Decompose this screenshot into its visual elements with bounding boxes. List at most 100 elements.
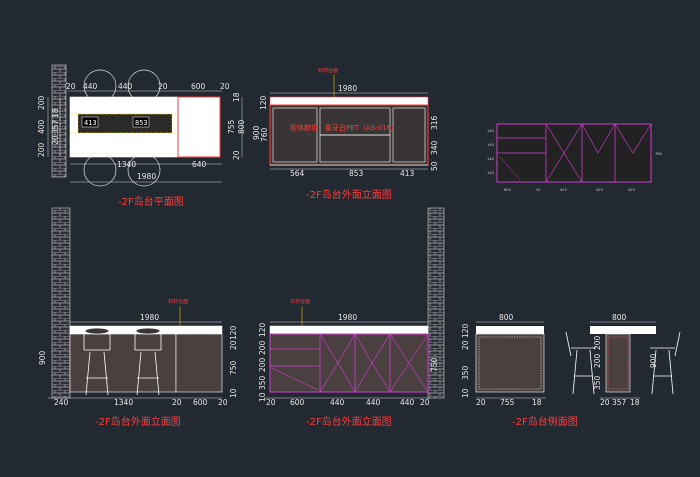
svg-text:440: 440 [400, 398, 415, 407]
bar-stool-side-icon [565, 331, 596, 395]
svg-text:120: 120 [259, 95, 268, 110]
svg-text:440: 440 [366, 398, 381, 407]
svg-text:316: 316 [430, 115, 439, 130]
stool-icon [127, 153, 161, 187]
svg-text:900: 900 [38, 350, 47, 365]
svg-text:750: 750 [430, 357, 439, 372]
elevation-b: 石材台面 1980 20 600 440 440 440 20 120 200 … [258, 207, 445, 428]
svg-text:800: 800 [237, 119, 246, 134]
svg-text:200: 200 [37, 95, 46, 110]
countertop [476, 326, 544, 334]
svg-text:20: 20 [266, 398, 276, 407]
hob-label: 413 [84, 119, 97, 127]
drawing-title: -2F岛台侧面图 [512, 415, 578, 428]
svg-text:755: 755 [500, 398, 515, 407]
material-label: 石材台面 [168, 298, 188, 305]
svg-text:20: 20 [220, 82, 230, 91]
svg-text:600: 600 [290, 398, 305, 407]
elev-dim: 853 [349, 169, 364, 178]
svg-text:50: 50 [430, 161, 439, 171]
svg-text:350: 350 [593, 375, 602, 390]
svg-text:20: 20 [476, 398, 486, 407]
svg-text:140: 140 [487, 171, 495, 175]
svg-text:400: 400 [37, 119, 46, 134]
plan-right-dims: 18 755 800 20 [227, 92, 246, 160]
elev-dim: 413 [400, 169, 415, 178]
svg-text:20: 20 [600, 398, 610, 407]
svg-text:900: 900 [649, 353, 658, 368]
material-note: 柜体颜色：象牙白PET（AS-016） [290, 123, 398, 132]
elevation-a: 石材台面 1980 240 1340 20 600 20 900 [38, 207, 238, 428]
svg-text:10: 10 [461, 388, 470, 398]
svg-text:120: 120 [461, 323, 470, 338]
front-elevation-top: 石材台面 1980 柜体颜色：象牙白PET（AS-016） 564 853 41… [252, 67, 439, 201]
countertop [269, 96, 429, 106]
svg-text:18: 18 [51, 108, 60, 118]
svg-text:350: 350 [258, 375, 267, 390]
svg-text:20: 20 [51, 135, 60, 145]
hob-label: 853 [135, 119, 148, 127]
svg-text:440: 440 [330, 398, 345, 407]
svg-text:200: 200 [258, 357, 267, 372]
svg-text:340: 340 [430, 140, 439, 155]
plan-view: 413 853 20 440 440 20 600 20 1340 640 19… [37, 64, 246, 208]
svg-text:10: 10 [258, 392, 267, 402]
svg-text:1340: 1340 [114, 398, 133, 407]
countertop [269, 325, 429, 335]
svg-text:800: 800 [499, 313, 514, 322]
brick-wall [51, 207, 71, 399]
svg-text:760: 760 [655, 152, 663, 156]
elev-total-dim: 1980 [338, 84, 357, 93]
side-panel [475, 333, 545, 393]
svg-text:20: 20 [229, 340, 238, 350]
plan-dim: 1340 [117, 160, 136, 169]
svg-text:120: 120 [258, 322, 267, 337]
svg-text:200: 200 [258, 340, 267, 355]
cabinet-body [69, 333, 177, 393]
plan-top-dims: 20 440 440 20 600 20 [66, 82, 230, 91]
svg-text:600: 600 [191, 82, 206, 91]
svg-text:20: 20 [66, 82, 76, 91]
material-label: 石材台面 [290, 298, 310, 305]
brick-wall [51, 64, 67, 178]
svg-text:18: 18 [630, 398, 640, 407]
svg-text:425: 425 [560, 188, 567, 192]
svg-text:25: 25 [536, 188, 541, 192]
svg-text:760: 760 [260, 127, 269, 142]
drawing-title: -2F岛台外面立面图 [306, 415, 392, 428]
svg-text:350: 350 [461, 365, 470, 380]
countertop [590, 326, 656, 334]
svg-text:18: 18 [532, 398, 542, 407]
svg-text:120: 120 [229, 325, 238, 340]
elev-dim: 564 [290, 169, 305, 178]
svg-text:1980: 1980 [338, 313, 357, 322]
svg-text:200: 200 [37, 142, 46, 157]
svg-text:440: 440 [83, 82, 98, 91]
svg-text:440: 440 [118, 82, 133, 91]
counter-top-right [177, 96, 221, 158]
bar-stool-icon [83, 327, 111, 396]
cabinet-body [269, 333, 429, 393]
svg-text:140: 140 [487, 143, 495, 147]
small-cabinet: 600 25 425 425 425 140 140 140 140 760 [487, 123, 663, 192]
side-panel [605, 333, 631, 393]
svg-text:755: 755 [227, 119, 236, 134]
svg-text:800: 800 [612, 313, 627, 322]
svg-text:18: 18 [232, 92, 241, 102]
side-view: 800 20 755 18 120 20 350 10 800 20 357 1… [461, 313, 681, 428]
svg-text:20: 20 [232, 150, 241, 160]
svg-text:425: 425 [628, 188, 635, 192]
brick-wall [427, 207, 445, 399]
plan-total-dim: 1980 [137, 172, 156, 181]
svg-text:750: 750 [229, 360, 238, 375]
svg-text:140: 140 [487, 129, 495, 133]
svg-text:600: 600 [193, 398, 208, 407]
plan-dim: 640 [192, 160, 207, 169]
svg-text:20: 20 [172, 398, 182, 407]
bar-stool-icon [134, 327, 162, 396]
bar-stool-side-icon [650, 331, 681, 395]
plan-left-dims: 200 400 200 20 357 18 [37, 95, 60, 157]
cabinet-door [175, 333, 223, 393]
svg-text:140: 140 [487, 157, 495, 161]
